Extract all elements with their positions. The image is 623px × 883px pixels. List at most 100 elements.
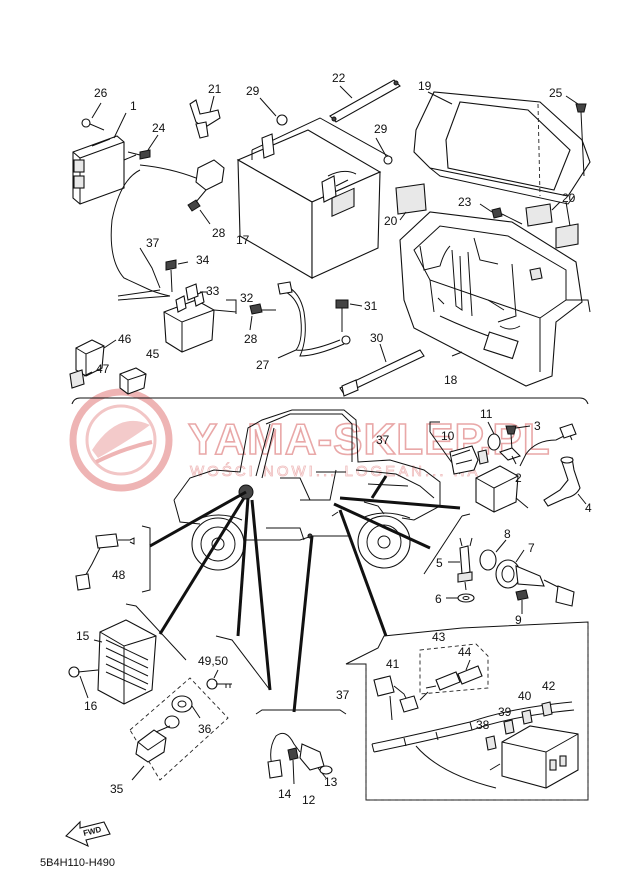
- callout-44: 44: [458, 645, 472, 659]
- fastener-part-25: [565, 95, 587, 177]
- key-part-49-50: [206, 669, 232, 690]
- callout-42: 42: [542, 679, 556, 693]
- callout-5: 5: [436, 556, 443, 570]
- callout-12: 12: [302, 793, 316, 807]
- bolt-part-14: [287, 747, 299, 785]
- fuse-part-42: [541, 701, 553, 717]
- callout-41: 41: [386, 657, 400, 671]
- fuse-part-47: [69, 369, 93, 389]
- washer-part-6: [446, 593, 475, 603]
- fuse-part-40: [521, 709, 533, 725]
- callout-38: 38: [476, 718, 490, 732]
- connector-part-45: [119, 367, 147, 395]
- watermark-subtitle: WOŚCI NOWI... LOGEAN... HA: [190, 462, 481, 480]
- hose-part-4: [543, 423, 587, 507]
- fwd-arrow-icon: FWD: [65, 820, 111, 848]
- battery-part-17: [236, 117, 393, 279]
- vehicle-outline: [173, 409, 441, 571]
- callout-17: 17: [236, 233, 250, 247]
- callout-24: 24: [152, 121, 166, 135]
- connector-part-33: [185, 283, 208, 301]
- screw-part-24: [127, 134, 159, 160]
- sensor-part-36: [164, 695, 201, 729]
- harness-part-37-upper: [139, 247, 161, 289]
- pad-part-20: [395, 183, 579, 249]
- tie-strap-part-30: [339, 343, 425, 397]
- callout-20-right: 20: [562, 191, 576, 205]
- bolt-part-3: [505, 425, 531, 451]
- callout-26: 26: [94, 86, 108, 100]
- bolt-part-31: [335, 299, 363, 332]
- screw-part-23: [479, 203, 523, 225]
- callout-34: 34: [196, 253, 210, 267]
- location-leaders: [149, 475, 461, 713]
- callout-22: 22: [332, 71, 346, 85]
- callout-7: 7: [528, 541, 535, 555]
- callout-15: 15: [76, 629, 90, 643]
- battery-box-part-18: [399, 211, 591, 387]
- callout-11: 11: [480, 407, 493, 421]
- callout-48: 48: [112, 568, 126, 582]
- o-ring-part-8: [479, 539, 507, 571]
- bolt-part-9: [515, 589, 529, 614]
- connector-part-44: [419, 659, 483, 701]
- callout-37-vehicle: 37: [376, 433, 390, 447]
- callout-18: 18: [444, 373, 458, 387]
- strap-part-22: [329, 79, 401, 123]
- callout-31: 31: [364, 299, 378, 313]
- callout-2: 2: [515, 471, 522, 485]
- section-divider: [71, 397, 589, 405]
- bolt-part-34: [165, 259, 189, 293]
- bracket-frames: [125, 421, 589, 801]
- callout-35: 35: [110, 782, 124, 796]
- callout-37-box: 37: [336, 688, 350, 702]
- watermark: YAMA-SKLEP.PL WOŚCI NOWI... LOGEAN... HA: [69, 388, 550, 492]
- clamp-part-21: [189, 95, 221, 139]
- callout-6: 6: [435, 592, 442, 606]
- callout-19: 19: [418, 79, 432, 93]
- battery-cable-part-27: [277, 281, 351, 359]
- sensor-part-12: [267, 732, 327, 779]
- callout-14: 14: [278, 787, 292, 801]
- callout-46: 46: [118, 332, 132, 346]
- screw-part-28-lower: [249, 303, 276, 331]
- callout-39: 39: [498, 705, 512, 719]
- rectifier-part-15: [93, 619, 157, 705]
- callout-33: 33: [206, 284, 220, 298]
- callout-4: 4: [585, 501, 592, 515]
- o-ring-part-11: [487, 421, 501, 451]
- o-ring-part-13: [319, 765, 333, 775]
- callout-30: 30: [370, 331, 384, 345]
- callout-25: 25: [549, 86, 563, 100]
- fuse-holder-part-46: [75, 339, 117, 377]
- callout-36: 36: [198, 722, 212, 736]
- callout-1: 1: [130, 99, 137, 113]
- callout-13: 13: [324, 775, 338, 789]
- bolt-part-26: [81, 102, 105, 131]
- callout-labels: 1 2 3 4 5 6 7 8 9 10 11 12 13 14 15 16 1…: [76, 71, 592, 807]
- callout-3: 3: [534, 419, 541, 433]
- sensor-part-10: [449, 445, 489, 475]
- callout-23: 23: [458, 195, 472, 209]
- callout-32: 32: [240, 291, 254, 305]
- callout-47: 47: [96, 362, 110, 376]
- callout-29-right: 29: [374, 122, 388, 136]
- wire-harness: [110, 164, 197, 297]
- callout-27: 27: [256, 358, 270, 372]
- drawing-code: 5B4H110-H490: [40, 857, 115, 869]
- callout-9: 9: [515, 613, 522, 627]
- harness-part-37-lower: [371, 701, 575, 789]
- cover-part-19: [413, 91, 591, 205]
- connector-block: [195, 159, 225, 191]
- watermark-logo: [69, 388, 173, 492]
- sensor-part-48: [75, 533, 135, 591]
- relay-part-2: [475, 431, 573, 513]
- sensor-part-5: [448, 537, 473, 591]
- switch-part-35: [131, 725, 171, 781]
- callout-45: 45: [146, 347, 160, 361]
- fuse-part-38: [485, 735, 497, 751]
- fuse-part-39: [503, 719, 515, 735]
- callout-20-left: 20: [384, 214, 398, 228]
- connector-part-41: [373, 675, 419, 721]
